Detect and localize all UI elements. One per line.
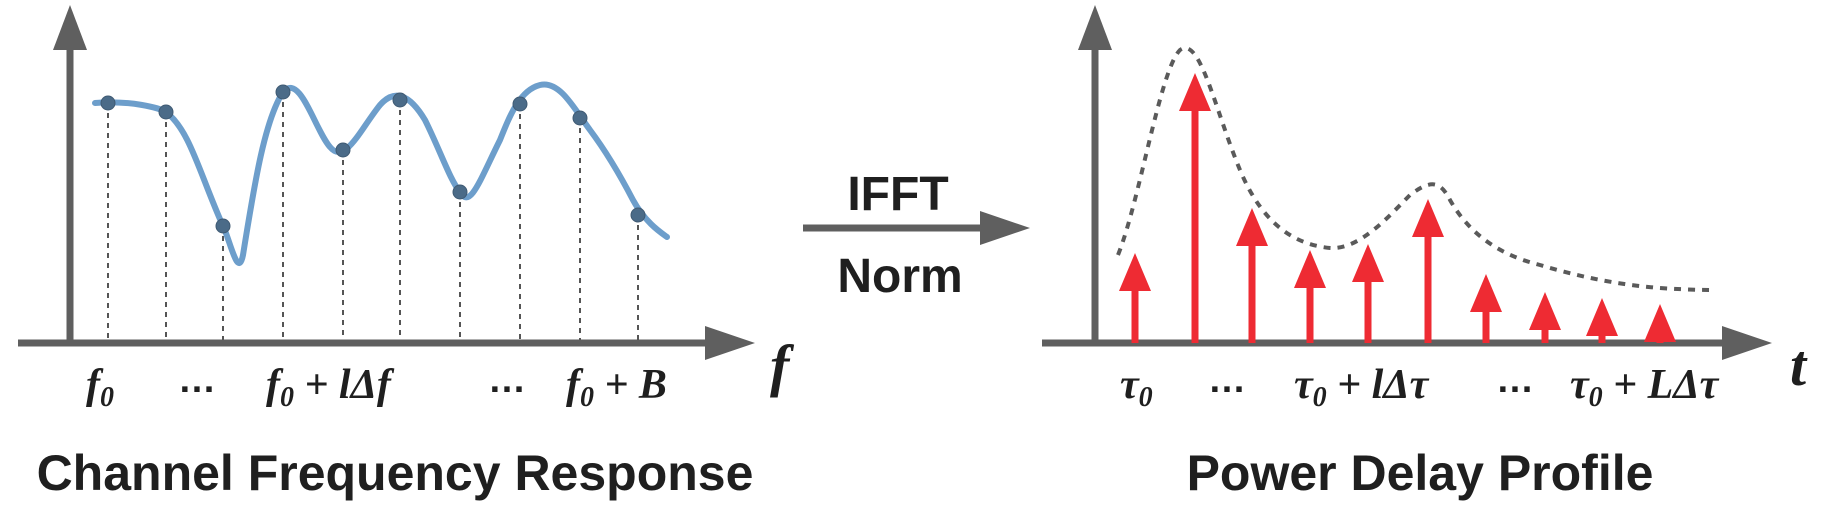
left-tick-f0-plus-b: f0 + B: [566, 362, 667, 413]
right-y-axis-arrowhead: [1078, 5, 1112, 50]
sample-point: [512, 96, 528, 112]
left-panel: f0 … f0 + lΔf … f0 + B f Channel Frequen…: [18, 5, 795, 501]
pdp-stem-arrowhead: [1294, 250, 1326, 288]
right-x-axis-arrowhead: [1722, 326, 1772, 360]
sample-point: [275, 84, 291, 100]
pdp-stem-arrowhead: [1644, 304, 1676, 342]
pdp-stem-arrowhead: [1236, 208, 1268, 246]
left-tick-f0-plus-ldf: f0 + lΔf: [266, 362, 395, 413]
sample-point: [158, 104, 174, 120]
pdp-stem-arrowhead: [1529, 292, 1561, 330]
sample-point: [335, 142, 351, 158]
right-tick-tau0-plus-ldt: τ0 + lΔτ: [1294, 362, 1430, 413]
left-x-axis-arrowhead: [705, 326, 755, 360]
norm-label: Norm: [837, 250, 962, 303]
pdp-stem-arrowhead: [1352, 244, 1384, 282]
right-tick-ellipsis-1: …: [1208, 359, 1246, 401]
pdp-stem-arrowhead: [1586, 298, 1618, 336]
right-panel: τ0 … τ0 + lΔτ … τ0 + LΔτ t Power Delay P…: [1042, 5, 1808, 501]
sample-point: [452, 184, 468, 200]
sample-point: [630, 207, 646, 223]
pdp-stems: [1119, 73, 1676, 343]
pdp-stem-arrowhead: [1470, 274, 1502, 312]
right-tick-ellipsis-2: …: [1496, 359, 1534, 401]
sample-point: [215, 218, 231, 234]
left-y-axis-arrowhead: [53, 5, 87, 50]
sample-point: [392, 92, 408, 108]
left-tick-ellipsis-2: …: [488, 359, 526, 401]
pdp-envelope: [1116, 46, 1716, 292]
left-tick-f0: f0: [86, 362, 114, 413]
sample-point: [100, 95, 116, 111]
left-sample-points: [100, 84, 646, 234]
transform-arrowhead: [980, 211, 1030, 245]
right-panel-title: Power Delay Profile: [1187, 445, 1654, 501]
ifft-label: IFFT: [847, 168, 948, 221]
left-sample-lines: [107, 92, 639, 340]
left-tick-ellipsis-1: …: [178, 359, 216, 401]
pdp-stem-arrowhead: [1119, 253, 1151, 291]
left-axis-label-f: f: [770, 333, 795, 398]
pdp-stem-arrowhead: [1412, 199, 1444, 237]
right-tick-tau0-plus-Ldt: τ0 + LΔτ: [1570, 362, 1720, 413]
right-tick-tau0: τ0: [1120, 362, 1153, 413]
left-panel-title: Channel Frequency Response: [37, 445, 754, 501]
right-axis-label-t: t: [1790, 333, 1808, 398]
sample-point: [572, 110, 588, 126]
pdp-stem-arrowhead: [1179, 73, 1211, 111]
transform-arrow-group: IFFT Norm: [803, 168, 1030, 303]
